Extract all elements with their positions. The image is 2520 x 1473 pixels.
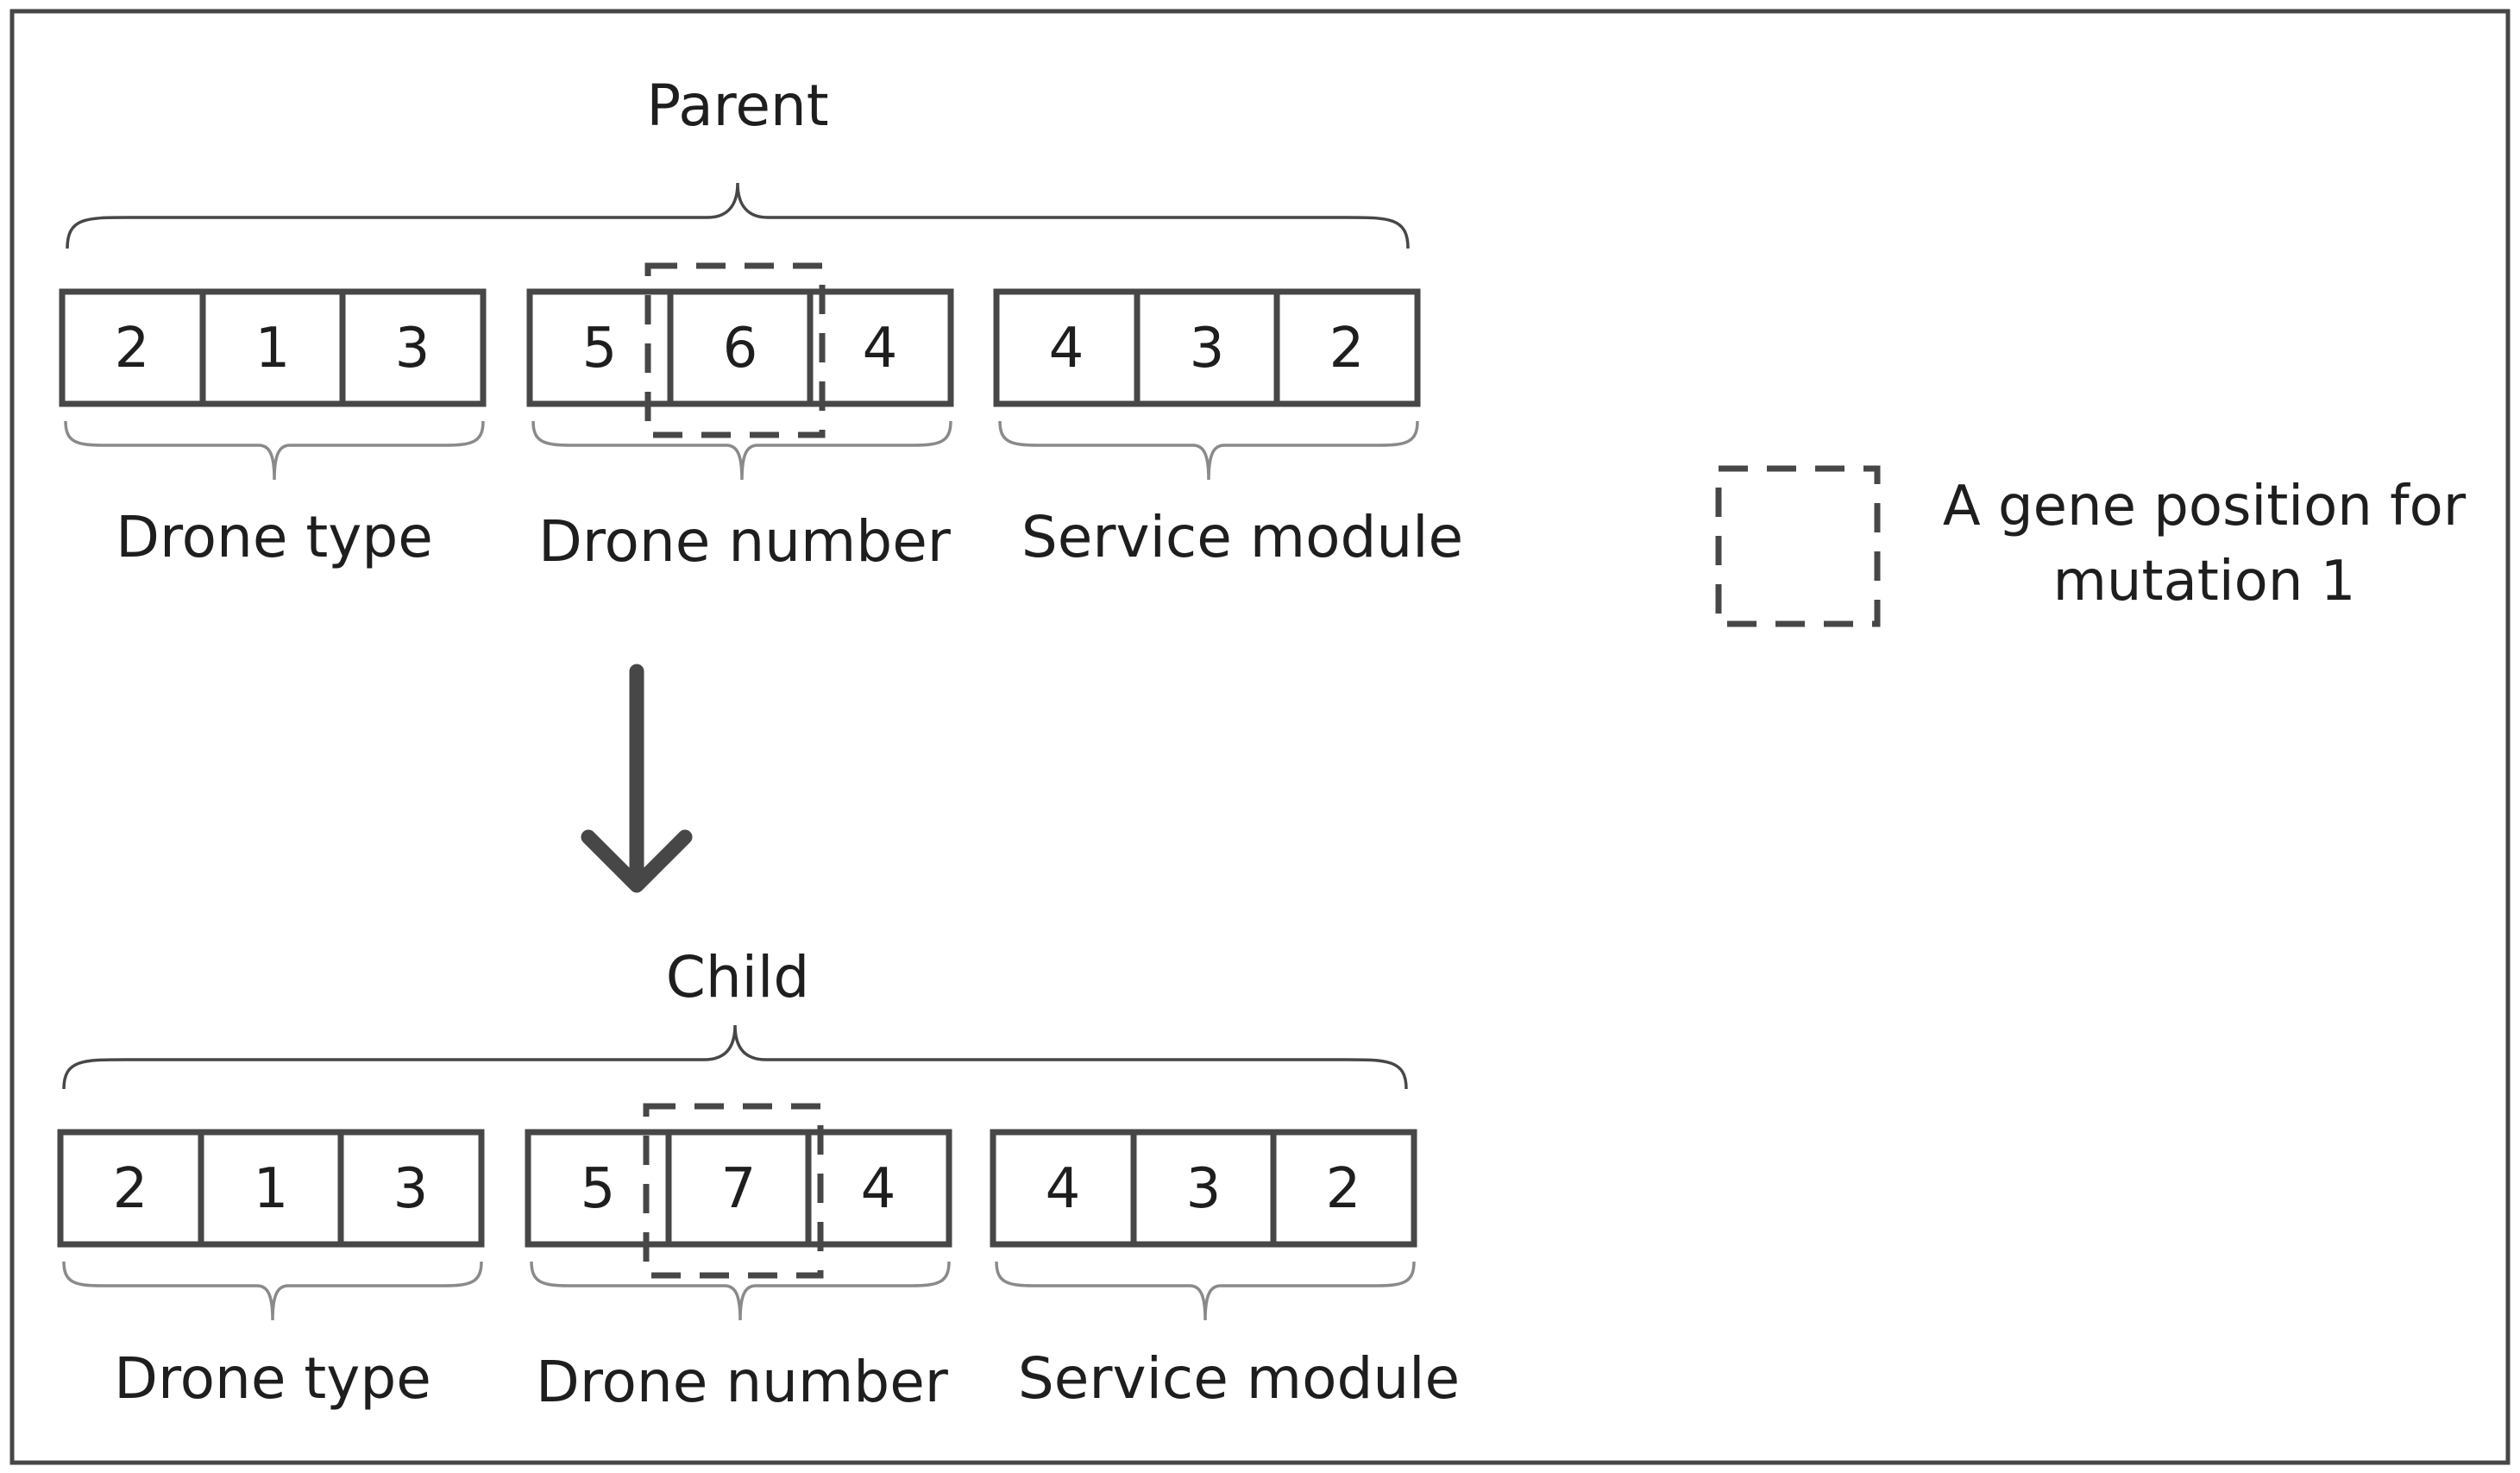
gene-value: 6 xyxy=(723,317,758,381)
gene-cell xyxy=(339,288,487,407)
segment-label: Drone number xyxy=(538,508,952,575)
legend-text-line1: A gene position for xyxy=(1943,475,2467,538)
segment-label: Service module xyxy=(1018,1345,1460,1412)
gene-cell xyxy=(337,1129,485,1248)
gene-value: 1 xyxy=(254,1157,289,1221)
gene-value: 4 xyxy=(1049,317,1084,381)
brace-drone-type xyxy=(62,1261,483,1321)
parent-brace xyxy=(66,182,1410,249)
gene-value: 5 xyxy=(582,317,618,381)
gene-value: 2 xyxy=(113,1157,148,1221)
gene-cell xyxy=(198,1129,344,1248)
legend-dashed-box-icon xyxy=(1715,465,1881,627)
gene-cell xyxy=(57,1129,204,1248)
gene-value: 4 xyxy=(1046,1157,1081,1221)
gene-value: 5 xyxy=(581,1157,616,1221)
parent-segment-drone-number: 5 6 4 xyxy=(526,288,954,407)
gene-cell xyxy=(805,1129,952,1248)
gene-cell xyxy=(665,1129,812,1248)
parent-segment-drone-type: 2 1 3 xyxy=(59,288,487,407)
legend-text-line2: mutation 1 xyxy=(2053,550,2356,614)
brace-service-module xyxy=(998,420,1419,481)
brace-service-module xyxy=(995,1261,1416,1321)
child-brace xyxy=(62,1024,1408,1090)
mutation-highlight xyxy=(643,1103,824,1279)
gene-cell xyxy=(1273,288,1421,407)
gene-value: 3 xyxy=(393,1157,429,1221)
segment-label: Drone number xyxy=(536,1349,949,1415)
gene-value: 7 xyxy=(721,1157,757,1221)
brace-drone-number xyxy=(531,420,952,481)
gene-value: 2 xyxy=(115,317,150,381)
gene-cell xyxy=(667,288,814,407)
segment-label: Service module xyxy=(1021,504,1463,570)
gene-cell xyxy=(993,288,1141,407)
child-segment-drone-number: 5 7 4 xyxy=(525,1129,952,1248)
gene-cell xyxy=(1134,288,1280,407)
child-segment-drone-type: 2 1 3 xyxy=(57,1129,485,1248)
gene-value: 4 xyxy=(863,317,898,381)
gene-cell xyxy=(807,288,954,407)
gene-value: 4 xyxy=(861,1157,896,1221)
gene-cell xyxy=(199,288,346,407)
brace-drone-number xyxy=(530,1261,951,1321)
segment-label: Drone type xyxy=(114,1345,431,1412)
mutation-highlight xyxy=(644,262,826,438)
child-title: Child xyxy=(666,944,809,1010)
gene-value: 3 xyxy=(1186,1157,1222,1221)
gene-cell xyxy=(1270,1129,1417,1248)
down-arrow-icon xyxy=(581,664,693,893)
gene-value: 1 xyxy=(255,317,291,381)
child-segment-service-module: 4 3 2 xyxy=(990,1129,1417,1248)
gene-cell xyxy=(59,288,206,407)
brace-drone-type xyxy=(64,420,485,481)
parent-title: Parent xyxy=(646,72,828,139)
gene-value: 3 xyxy=(1190,317,1225,381)
gene-value: 2 xyxy=(1329,317,1365,381)
gene-value: 3 xyxy=(395,317,430,381)
segment-label: Drone type xyxy=(116,504,433,570)
parent-segment-service-module: 4 3 2 xyxy=(993,288,1421,407)
gene-cell xyxy=(990,1129,1137,1248)
legend: A gene position for mutation 1 xyxy=(1715,465,2467,627)
gene-value: 2 xyxy=(1326,1157,1361,1221)
